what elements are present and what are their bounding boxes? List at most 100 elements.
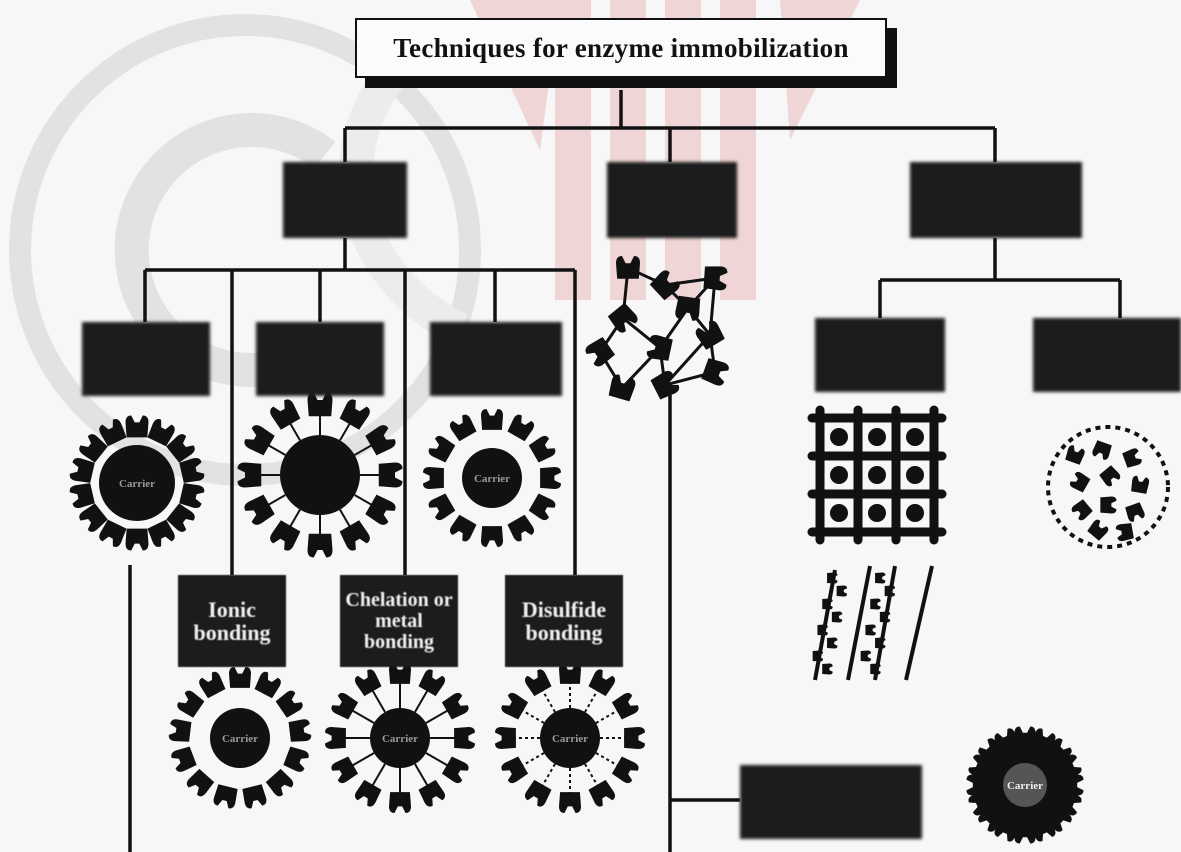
enzyme-icon <box>1068 470 1090 493</box>
enzyme-icon <box>885 586 895 597</box>
enzyme-icon <box>448 514 478 543</box>
enzyme-icon <box>500 756 529 786</box>
enzyme-icon <box>875 638 885 649</box>
enzyme-icon <box>1122 447 1143 468</box>
carrier-chelation-bonding: Carrier <box>325 663 475 813</box>
enzyme-icon <box>242 423 275 457</box>
enzyme-icon <box>1115 522 1134 542</box>
enzyme-icon <box>837 586 847 597</box>
box-adsorption <box>283 162 407 238</box>
enzyme-icon <box>179 457 205 484</box>
enzyme-icon <box>1070 499 1093 522</box>
enzyme-icon <box>1124 502 1145 523</box>
enzyme-icon <box>588 668 618 697</box>
entrapped-enzyme-icon <box>906 466 924 484</box>
entrapped-enzyme-icon <box>906 504 924 522</box>
enzyme-icon <box>379 463 403 488</box>
enzyme-icon <box>448 413 478 442</box>
enzyme-icon <box>238 463 262 488</box>
enzyme-icon <box>875 573 885 584</box>
enzyme-icon <box>540 467 561 489</box>
enzyme-icon <box>197 670 226 699</box>
enzyme-icon <box>241 784 267 810</box>
entrapped-enzyme-icon <box>868 466 886 484</box>
enzyme-icon <box>559 792 581 813</box>
enzyme-icon <box>495 727 516 749</box>
enzyme-icon <box>418 779 448 808</box>
enzyme-icon <box>423 467 444 489</box>
box-ionic-bonding: Ionic bonding <box>178 575 286 667</box>
enzyme-icon <box>441 756 470 786</box>
enzyme-icon <box>528 493 557 523</box>
entrapped-enzyme-icon <box>868 428 886 446</box>
enzyme-icon <box>703 265 727 291</box>
enzyme-icon <box>353 779 383 808</box>
carrier-disulfide-bonding: Carrier <box>495 663 645 813</box>
carrier-label: Carrier <box>474 473 510 485</box>
box-lattice <box>815 318 945 392</box>
gel-lattice <box>812 410 942 540</box>
carrier-label: Carrier <box>119 478 155 490</box>
enzyme-icon <box>865 625 875 636</box>
enzyme-icon <box>1130 475 1150 494</box>
enzyme-icon <box>265 768 295 798</box>
carrier-label: Carrier <box>382 733 418 745</box>
enzyme-icon <box>523 779 553 808</box>
enzyme-icon <box>330 756 359 786</box>
enzyme-icon <box>339 397 373 430</box>
diagram-title: Techniques for enzyme immobilization <box>355 18 887 78</box>
enzyme-icon <box>126 529 149 551</box>
enzyme-icon <box>870 664 880 675</box>
carrier-label: Carrier <box>1007 780 1043 792</box>
enzyme-icon <box>268 397 302 430</box>
carrier-label: Carrier <box>222 733 258 745</box>
enzyme-icon <box>523 668 553 697</box>
enzyme-icon <box>1087 518 1110 541</box>
enzyme-icon <box>583 336 615 369</box>
box-chelation-metal-bonding: Chelation or metal bonding <box>340 575 458 667</box>
enzyme-icon <box>500 691 529 721</box>
enzyme-icon <box>418 668 448 697</box>
entrapped-enzyme-icon <box>868 504 886 522</box>
enzyme-icon <box>441 691 470 721</box>
enzyme-icon <box>1099 465 1122 488</box>
enzyme-icon <box>611 756 640 786</box>
enzyme-icon <box>308 393 333 417</box>
enzyme-icon <box>827 638 837 649</box>
carrier-label: Carrier <box>552 733 588 745</box>
enzyme-icon <box>179 482 205 509</box>
enzyme-icon <box>175 689 205 719</box>
enzyme-icon <box>701 357 731 387</box>
enzyme-icon <box>288 719 311 743</box>
enzyme-icon <box>339 520 373 553</box>
box-entrapment <box>910 162 1082 238</box>
enzyme-icon <box>185 768 215 798</box>
entrapped-enzyme-icon <box>830 504 848 522</box>
enzyme-icon <box>507 514 537 543</box>
enzyme-icon <box>481 526 503 547</box>
enzyme-icon <box>588 779 618 808</box>
enzyme-icon <box>389 792 411 813</box>
entrapped-enzyme-icon <box>830 428 848 446</box>
box-microcapsule <box>1033 318 1181 392</box>
enzyme-icon <box>607 302 640 335</box>
carrier-physical-adsorption: Carrier <box>69 416 206 551</box>
enzyme-icon <box>674 296 701 322</box>
enzyme-icon <box>168 719 191 743</box>
enzyme-icon <box>268 520 302 553</box>
enzyme-icon <box>69 482 95 509</box>
enzyme-icon <box>454 727 475 749</box>
enzyme-icon <box>275 689 305 719</box>
box-disulfide-bonding: Disulfide bonding <box>505 575 623 667</box>
enzyme-icon <box>880 612 890 623</box>
enzyme-icon <box>1091 440 1112 461</box>
cross-linked-enzyme-network <box>583 256 730 402</box>
enzyme-icon <box>427 434 456 464</box>
enzyme-icon <box>616 256 640 279</box>
enzyme-icon <box>528 434 557 464</box>
enzyme-icon <box>822 599 832 610</box>
enzyme-icon <box>861 651 871 662</box>
enzyme-icon <box>1064 444 1085 465</box>
enzyme-icon <box>308 534 333 558</box>
carrier-cross-linked: Carrier <box>967 727 1084 844</box>
